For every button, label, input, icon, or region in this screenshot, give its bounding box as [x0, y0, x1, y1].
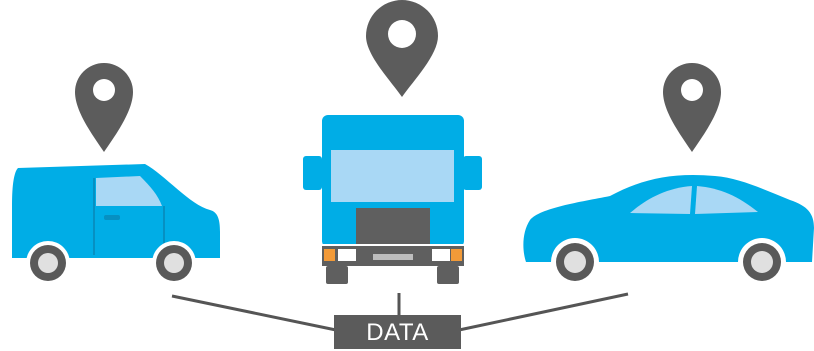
data-label: DATA: [366, 319, 429, 346]
location-pin-icon: [663, 63, 721, 152]
location-pin-icon: [75, 63, 133, 152]
car-icon: [523, 174, 814, 286]
connector-lines: [171, 292, 629, 332]
van-icon: [12, 164, 220, 285]
location-pin-icon: [366, 0, 438, 97]
data-box: [334, 315, 461, 349]
truck-icon: [303, 115, 482, 284]
connector-car-to-data: [458, 292, 629, 332]
connector-van-to-data: [171, 294, 337, 332]
